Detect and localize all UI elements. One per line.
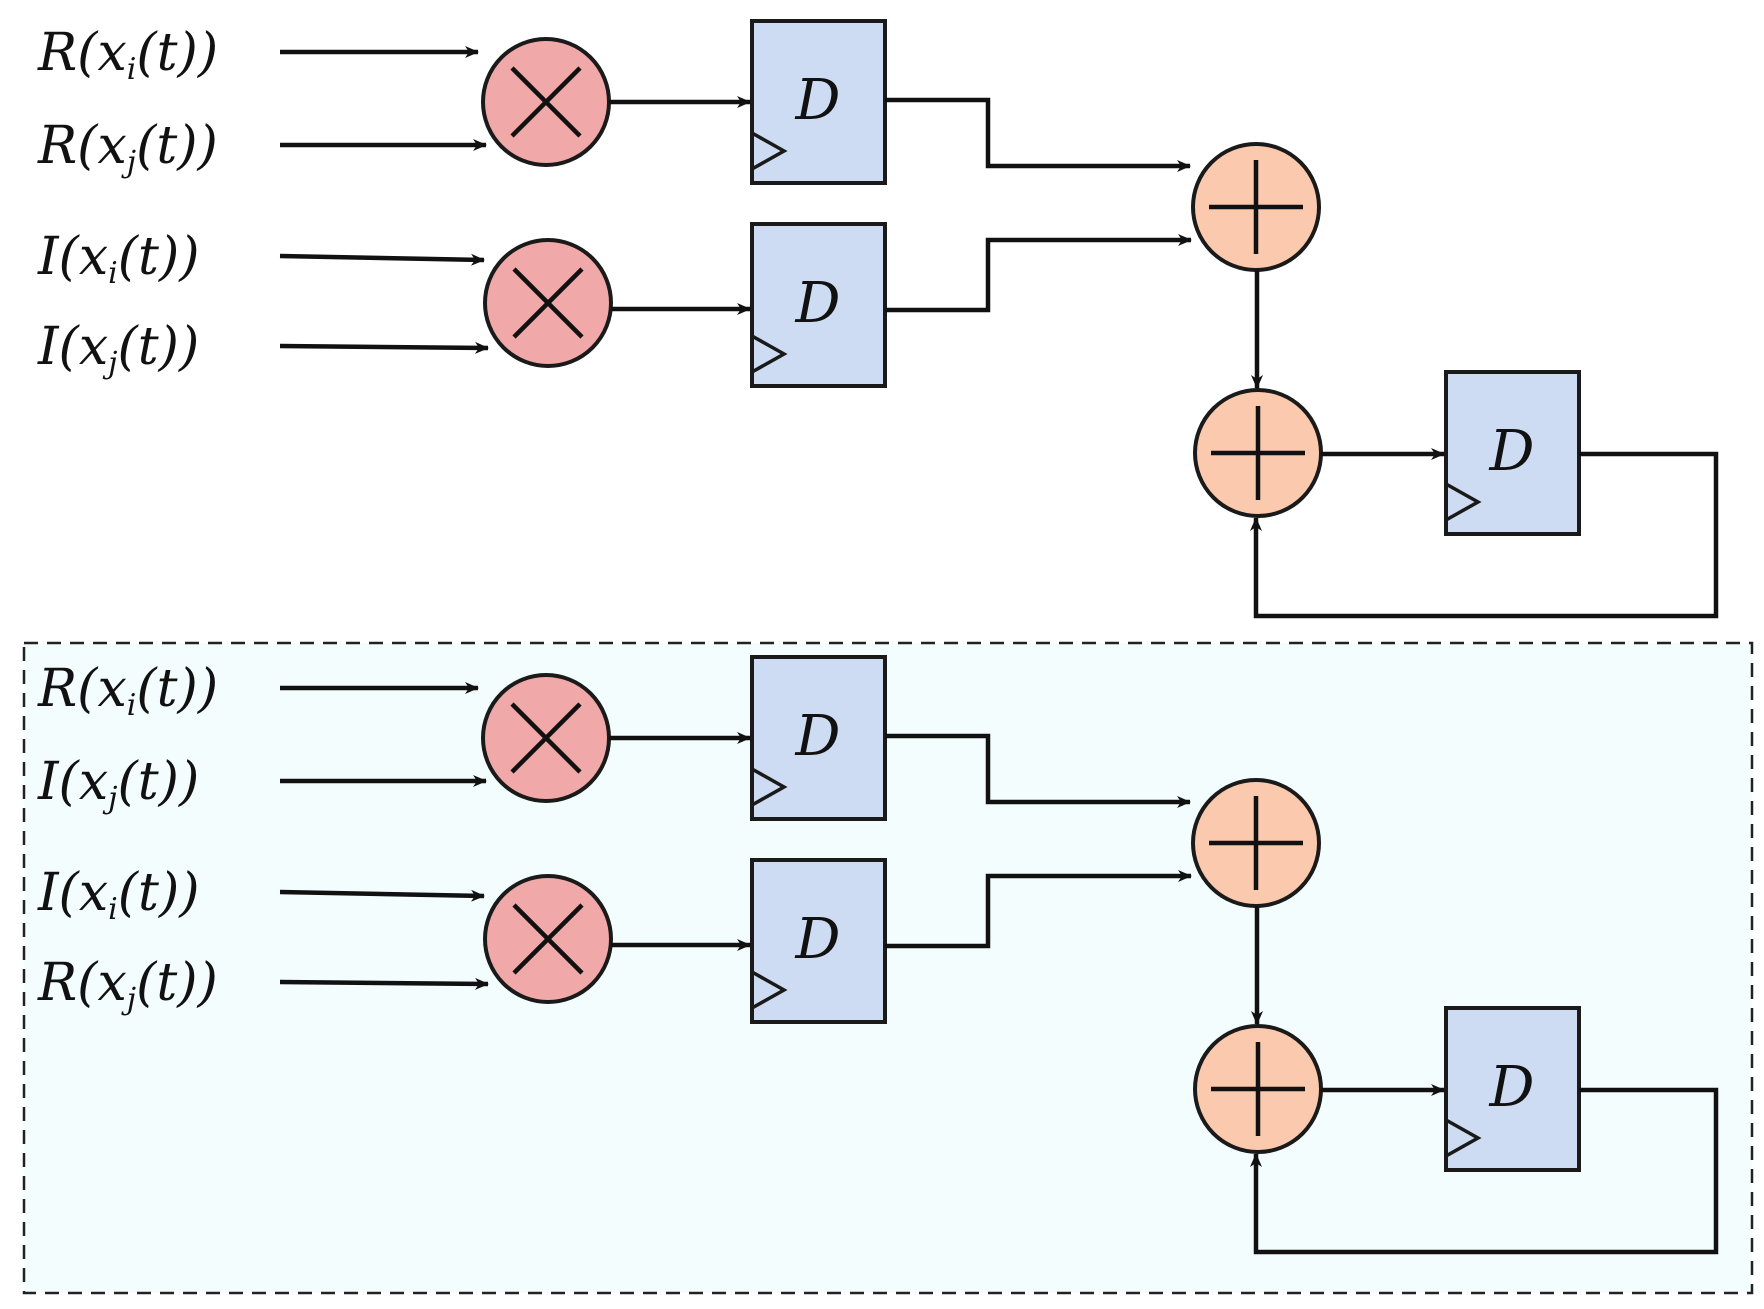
clock-triangle-icon [751, 334, 788, 374]
top-adder-2 [1193, 388, 1323, 518]
bottom-input-label-2: I(xj(t)) [37, 752, 199, 816]
clock-triangle-icon [1445, 482, 1482, 522]
top-input-wire-4 [279, 341, 489, 354]
register-label: D [795, 68, 841, 133]
top-multiplier-2 [483, 238, 613, 368]
bottom-adder-1 [1191, 778, 1321, 908]
top-multiplier-1 [481, 37, 611, 167]
bottom-register-2: D [750, 858, 887, 1024]
bottom-wire-accumulator-feedback [1250, 1087, 1719, 1255]
bottom-input-label-1: R(xi(t)) [37, 659, 218, 723]
bottom-wire-reg1-to-adder1 [885, 733, 1191, 808]
bottom-wire-reg2-to-adder1 [885, 870, 1192, 949]
clock-triangle-icon [751, 767, 788, 807]
bottom-input-wire-3 [279, 889, 485, 902]
register-label: D [795, 271, 841, 336]
clock-triangle-icon [751, 970, 788, 1010]
top-wire-accumulator-feedback [1250, 451, 1719, 619]
top-input-label-3: I(xi(t)) [37, 227, 200, 291]
top-input-wire-3 [279, 253, 485, 266]
bottom-adder-2 [1193, 1024, 1323, 1154]
top-register-1: D [750, 19, 887, 185]
register-label: D [795, 907, 841, 972]
register-label: D [1489, 1055, 1535, 1120]
multiply-x-icon [512, 903, 584, 975]
bottom-input-wire-4 [279, 977, 489, 990]
real-part-correlator-block: R(xi(t)) R(xj(t)) I(xi(t)) I(xj(t)) D D D [37, 19, 1719, 619]
top-adder-1 [1191, 142, 1321, 272]
top-accumulator-register: D [1444, 370, 1581, 536]
clock-triangle-icon [751, 131, 788, 171]
top-wire-reg1-to-adder1 [885, 97, 1191, 172]
bottom-input-label-3: I(xi(t)) [37, 863, 200, 927]
top-input-label-1: R(xi(t)) [37, 23, 218, 87]
imaginary-part-correlator-block: R(xi(t)) I(xj(t)) I(xi(t)) R(xj(t)) D D D [37, 655, 1719, 1255]
bottom-input-label-4: R(xj(t)) [37, 953, 218, 1017]
top-input-label-4: I(xj(t)) [37, 317, 199, 381]
multiply-x-icon [510, 702, 582, 774]
imaginary-part-group-box [22, 641, 1754, 1295]
register-label: D [795, 704, 841, 769]
bottom-multiplier-2 [483, 874, 613, 1004]
multiply-x-icon [510, 66, 582, 138]
bottom-accumulator-register: D [1444, 1006, 1581, 1172]
top-input-label-2: R(xj(t)) [37, 116, 218, 180]
multiply-x-icon [512, 267, 584, 339]
bottom-multiplier-1 [481, 673, 611, 803]
top-register-2: D [750, 222, 887, 388]
register-label: D [1489, 419, 1535, 484]
top-wire-reg2-to-adder1 [885, 234, 1192, 313]
clock-triangle-icon [1445, 1118, 1482, 1158]
bottom-register-1: D [750, 655, 887, 821]
